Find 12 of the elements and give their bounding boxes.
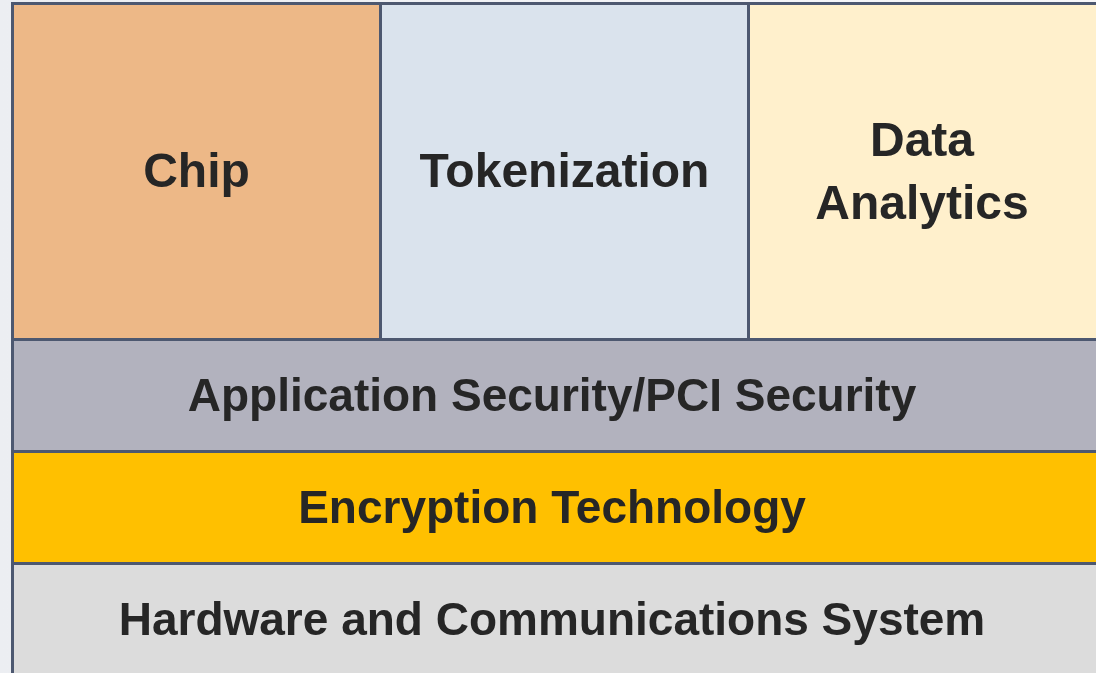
panel-label: Encryption Technology [298,479,806,535]
analytics-panel [747,2,1096,341]
layer-band [11,450,1096,565]
panel-label: Tokenization [419,143,710,200]
panel-label: Hardware and Communications System [118,591,986,647]
chip-panel [11,2,382,341]
panel-label: Application Security/PCI Security [187,367,917,423]
panel-label: Data Analytics [814,112,1030,231]
panel-label: Chip [143,143,250,200]
layer-band [11,338,1096,453]
tokenization-panel [379,2,750,341]
layer-band [11,562,1096,673]
